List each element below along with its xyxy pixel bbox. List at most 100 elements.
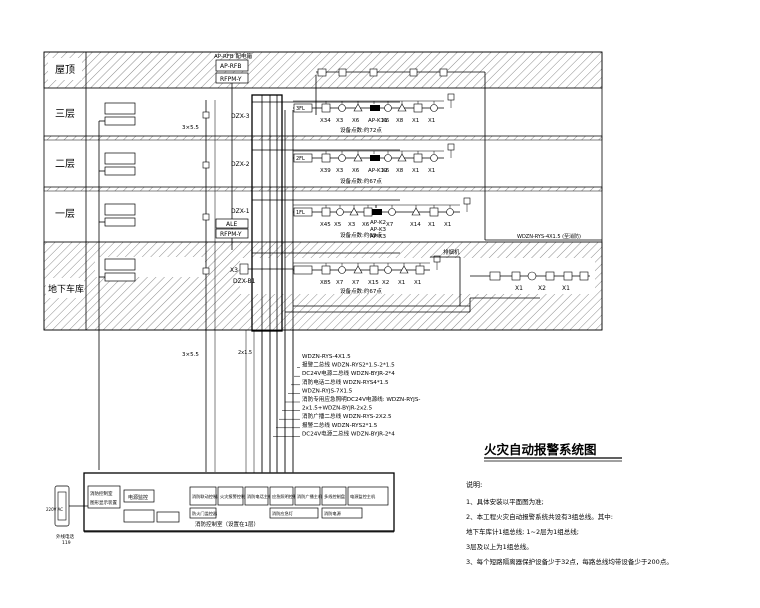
f1-box-line1: ALE [226, 221, 237, 228]
device-count-label: X2 [382, 280, 389, 286]
device-count-label: X8 [396, 168, 404, 174]
device-count-label: X3 [336, 168, 344, 174]
device-symbol [413, 153, 423, 163]
ext-tag-3: 119 [62, 540, 71, 546]
device-count-label: AP-K3 [370, 234, 387, 240]
device-count-label: X7 [352, 280, 360, 286]
module-block [370, 155, 380, 161]
control-caption: 消防控制室（设置在1层） [195, 520, 259, 528]
control-units: 消防联动控制器火灾报警控制器消防电话主机应急照明控制器消防广播主机多线控制盘电源… [189, 486, 389, 519]
floor-label-roof: 屋顶 [55, 64, 75, 76]
roof-box-line1: AP-RFB [220, 63, 242, 70]
cable-spec: DC24V电源二总线 WDZN-BYJR-2*4 [302, 369, 395, 377]
device-count-label: X3 [336, 118, 344, 124]
device-count-label: X1 [398, 280, 405, 286]
device-count-label: X34 [320, 118, 331, 124]
module-block [370, 105, 380, 111]
control-unit-label: 消防应急灯 [272, 510, 294, 517]
b1-right-count-2: X2 [538, 285, 546, 292]
cable-spec: DC24V电源二总线 WDZN-BYJR-2*4 [302, 429, 395, 437]
control-unit-box [321, 486, 347, 506]
floor-label-1: 一层 [55, 208, 75, 220]
floor-label-b1: 地下车库 [48, 283, 84, 295]
control-unit-box [294, 486, 321, 506]
detector-symbol [446, 208, 454, 216]
device-count-label: X7 [386, 222, 394, 228]
device-count-label: X14 [410, 222, 421, 228]
cable-spec: WDZN-RYS-4X1.5 [302, 354, 351, 360]
f1-box-line2: RFPM-Y [220, 231, 242, 238]
repeater-label: 2FL [296, 156, 305, 162]
control-unit-label: 消防电话主机 [247, 493, 273, 500]
device-count-caption: 设备点数:约72点 [340, 126, 382, 134]
slab-2-1 [43, 186, 603, 192]
b1-right-devices: 排烟机 X1 X2 X1 [285, 248, 590, 313]
ext-tag-1: 220V AC [46, 507, 63, 512]
device-count-label: AP-K11 [368, 118, 388, 124]
device-count-caption: 设备点数:约67点 [340, 177, 382, 185]
left-unit-2: 图形显示装置 [90, 499, 117, 506]
roof-box-caption: AP-RFB 配电箱 [214, 52, 252, 60]
device-count-label: X5 [334, 222, 342, 228]
detector-symbol [338, 154, 346, 162]
device-count-label: AP-K3 [370, 227, 387, 233]
panel-f2: DZX-2 [231, 161, 250, 168]
control-unit-label: 消防联动控制器 [192, 493, 222, 500]
f1-distribution-box: ALE RFPM-Y [215, 218, 249, 239]
note-3: 地下车库计1组总线; 1~2层为1组总线; [466, 527, 579, 536]
control-unit-box [244, 486, 269, 506]
alarm-symbol [399, 265, 409, 274]
cable-spec: 报警二总线 WDZN-RYS2*1.5 [302, 421, 378, 429]
floor-label-3: 三层 [55, 108, 75, 120]
device-count-label: X1 [428, 222, 435, 228]
device-count-caption: 设备点数:约67点 [340, 287, 382, 295]
end-device [463, 197, 471, 205]
control-unit-label: 电源监控主机 [350, 493, 376, 500]
alarm-symbol [353, 103, 363, 112]
note-2: 2、本工程火灾自动报警系统共设有3组总线。其中: [466, 512, 613, 521]
detector-symbol [384, 104, 392, 112]
cable-spec: 2x1.5+WDZN-BYJR-2x2.5 [302, 406, 373, 412]
control-unit-label: 应急照明控制器 [272, 493, 302, 500]
control-unit-box [269, 486, 294, 506]
device-symbol [363, 207, 373, 217]
cable-spec: 消防电话二总线 WDZN-RYS4*1.5 [302, 378, 389, 386]
device-symbol [413, 103, 423, 113]
side-box: 电源监控 [128, 494, 148, 501]
control-unit-box [217, 486, 244, 506]
b1-right-count-1: X1 [515, 285, 523, 292]
device-count-label: AP-K2 [370, 220, 386, 226]
risers: 3×5.5 3×5.5 [182, 100, 216, 472]
floor-display-panels [98, 102, 136, 470]
control-unit-box [347, 486, 389, 506]
device-count-label: AP-K12 [368, 168, 388, 174]
roof-box-line2: RFPM-Y [220, 76, 242, 83]
cable-spec: 消防广播二总线 WDZN-RYS-2X2.5 [302, 412, 392, 420]
module-block [372, 209, 382, 215]
control-unit-label: 多线控制盘 [324, 493, 345, 500]
cable-spec: WDZN-RYJS-7X1.5 [302, 388, 353, 394]
device-symbol [321, 207, 331, 217]
external-connections: 220V AC 外线电话 119 [46, 485, 88, 546]
note-5: 3、每个短路隔离器保护设备少于32点，每路总线均带设备少于200点。 [466, 557, 673, 566]
device-count-label: X1 [428, 168, 435, 174]
device-symbol [369, 265, 379, 275]
detector-symbol [338, 266, 346, 274]
device-symbol [321, 153, 331, 163]
device-count-label: X15 [368, 280, 379, 286]
detector-symbol [384, 266, 392, 274]
device-count-label: X39 [320, 168, 331, 174]
device-symbol [321, 103, 331, 113]
riser-label-b1: 3×5.5 [182, 352, 199, 358]
control-center: 消防控制室（设置在1层） 消防控制室 图形显示装置 电源监控 消防联动控制器火灾… [83, 472, 395, 533]
notes: 说明: 1、具体安装以平面图为准; 2、本工程火灾自动报警系统共设有3组总线。其… [466, 480, 673, 566]
control-unit-label: 火灾报警控制器 [220, 493, 250, 500]
device-count-label: X6 [382, 118, 390, 124]
b1-right-count-3: X1 [562, 285, 570, 292]
alarm-symbol [397, 103, 407, 112]
device-count-label: X1 [414, 280, 421, 286]
